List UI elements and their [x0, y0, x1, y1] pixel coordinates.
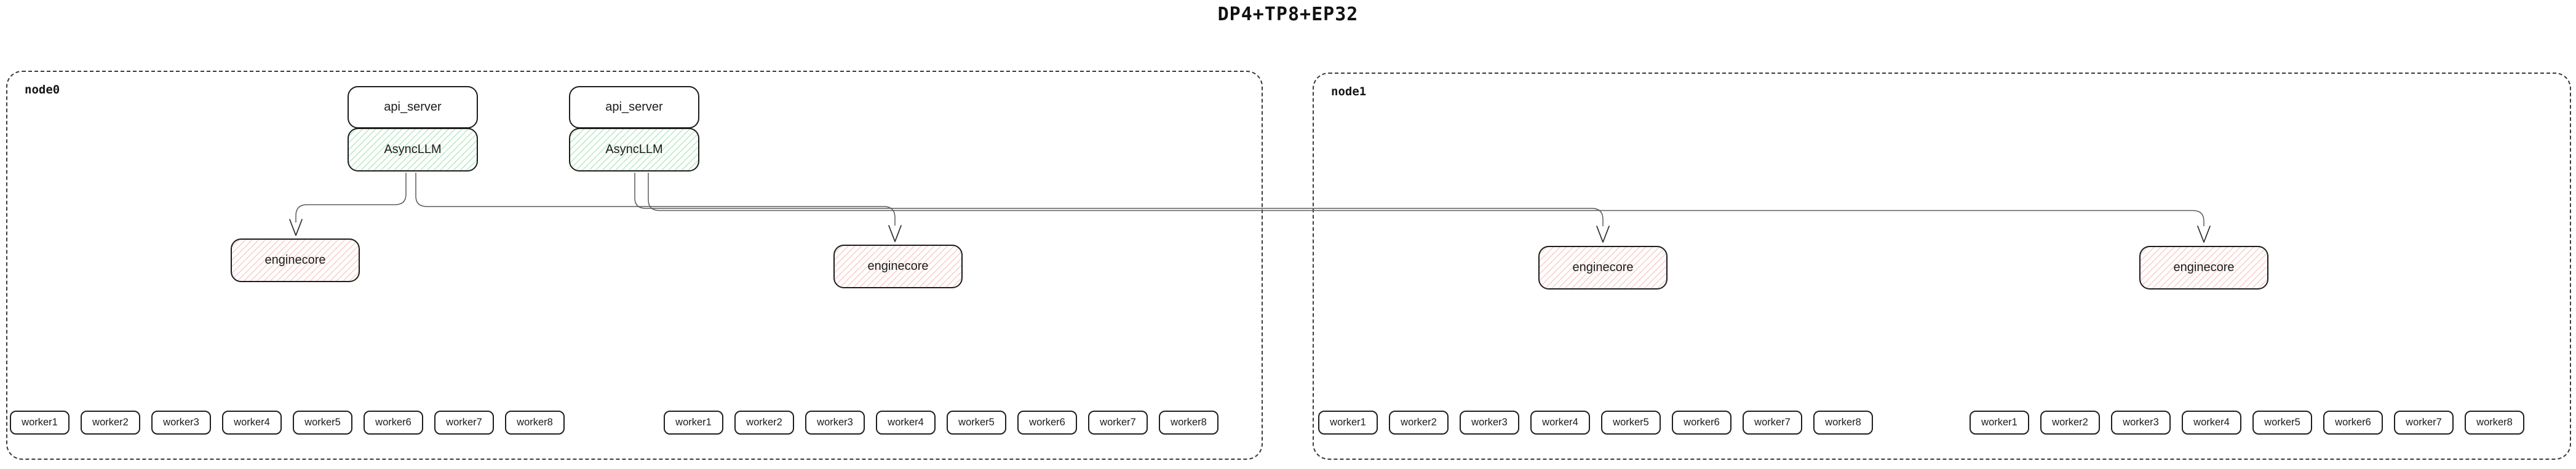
enginecore-box-2: enginecore — [833, 245, 963, 288]
enginecore-box-4: enginecore — [2139, 246, 2268, 290]
worker-box-g3-4: worker4 — [1530, 411, 1590, 435]
worker-box-g1-8: worker8 — [505, 411, 565, 435]
worker-box-g1-6: worker6 — [364, 411, 423, 435]
worker-box-g1-3: worker3 — [151, 411, 211, 435]
worker-box-g4-6: worker6 — [2323, 411, 2383, 435]
worker-box-g1-5: worker5 — [293, 411, 352, 435]
worker-box-g3-5: worker5 — [1601, 411, 1661, 435]
worker-box-g4-2: worker2 — [2040, 411, 2100, 435]
worker-box-g4-5: worker5 — [2252, 411, 2312, 435]
asyncllm-box-1: AsyncLLM — [348, 128, 478, 171]
worker-box-g4-7: worker7 — [2394, 411, 2454, 435]
node1-label: node1 — [1331, 85, 1367, 98]
worker-box-g2-5: worker5 — [947, 411, 1006, 435]
api-server-box-2: api_server — [569, 86, 699, 128]
worker-box-g3-6: worker6 — [1672, 411, 1731, 435]
worker-box-g2-7: worker7 — [1088, 411, 1148, 435]
worker-box-g3-3: worker3 — [1460, 411, 1519, 435]
diagram-title: DP4+TP8+EP32 — [1217, 4, 1359, 25]
worker-box-g3-8: worker8 — [1813, 411, 1873, 435]
worker-box-g2-6: worker6 — [1017, 411, 1077, 435]
enginecore-box-1: enginecore — [231, 238, 360, 282]
worker-box-g2-8: worker8 — [1159, 411, 1218, 435]
api-server-box-1: api_server — [348, 86, 478, 128]
worker-box-g2-1: worker1 — [664, 411, 723, 435]
asyncllm-box-2: AsyncLLM — [569, 128, 699, 171]
worker-box-g1-1: worker1 — [10, 411, 70, 435]
enginecore-box-3: enginecore — [1538, 246, 1668, 290]
worker-box-g1-7: worker7 — [434, 411, 494, 435]
worker-box-g4-4: worker4 — [2182, 411, 2241, 435]
worker-box-g2-2: worker2 — [734, 411, 794, 435]
worker-box-g2-3: worker3 — [805, 411, 865, 435]
worker-box-g4-3: worker3 — [2111, 411, 2171, 435]
worker-box-g3-2: worker2 — [1389, 411, 1449, 435]
worker-box-g1-4: worker4 — [222, 411, 282, 435]
node0-container: node0 — [6, 71, 1263, 460]
worker-box-g1-2: worker2 — [81, 411, 140, 435]
worker-box-g3-7: worker7 — [1743, 411, 1802, 435]
worker-box-g3-1: worker1 — [1318, 411, 1378, 435]
worker-box-g2-4: worker4 — [876, 411, 936, 435]
node0-label: node0 — [25, 83, 60, 97]
worker-box-g4-8: worker8 — [2465, 411, 2524, 435]
worker-box-g4-1: worker1 — [1970, 411, 2029, 435]
node1-container: node1 — [1313, 73, 2571, 460]
